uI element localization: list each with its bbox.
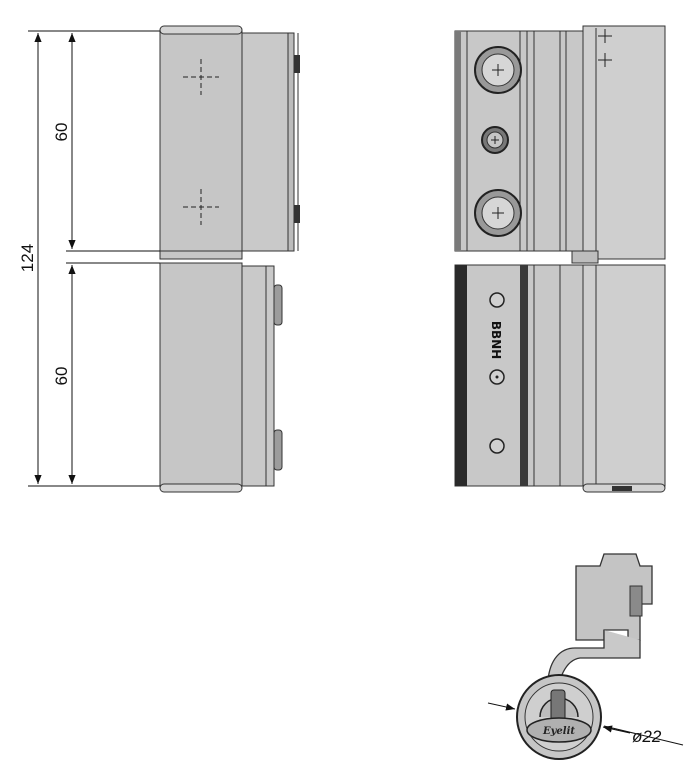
side-view: BBNH [454, 25, 666, 493]
center-mark-icon [598, 29, 612, 67]
adjustment-screw-icon [481, 126, 509, 154]
countersunk-screw-icon [474, 46, 522, 94]
hole-icon [489, 292, 505, 308]
stamp-marking: BBNH [489, 321, 503, 359]
side-lower-half: BBNH [454, 264, 666, 493]
overall-height-label: 124 [18, 244, 37, 272]
top-view: Eyelit ø22 [487, 553, 684, 760]
diameter-dimension [487, 702, 684, 746]
upper-height-label: 60 [52, 123, 71, 142]
front-upper-leaf [159, 25, 300, 260]
diameter-label: ø22 [632, 727, 662, 746]
countersunk-screw-icon [474, 189, 522, 237]
lower-height-label: 60 [52, 367, 71, 386]
hole-icon [489, 438, 505, 454]
dimension-lines [28, 30, 160, 487]
pin-circle: Eyelit [516, 674, 602, 760]
center-mark-icon [183, 59, 219, 95]
side-upper-half [454, 25, 666, 264]
front-lower-leaf [159, 262, 283, 493]
brand-logo: Eyelit [542, 726, 575, 737]
center-mark-icon [183, 189, 219, 225]
front-view: 124 60 60 [18, 25, 300, 493]
